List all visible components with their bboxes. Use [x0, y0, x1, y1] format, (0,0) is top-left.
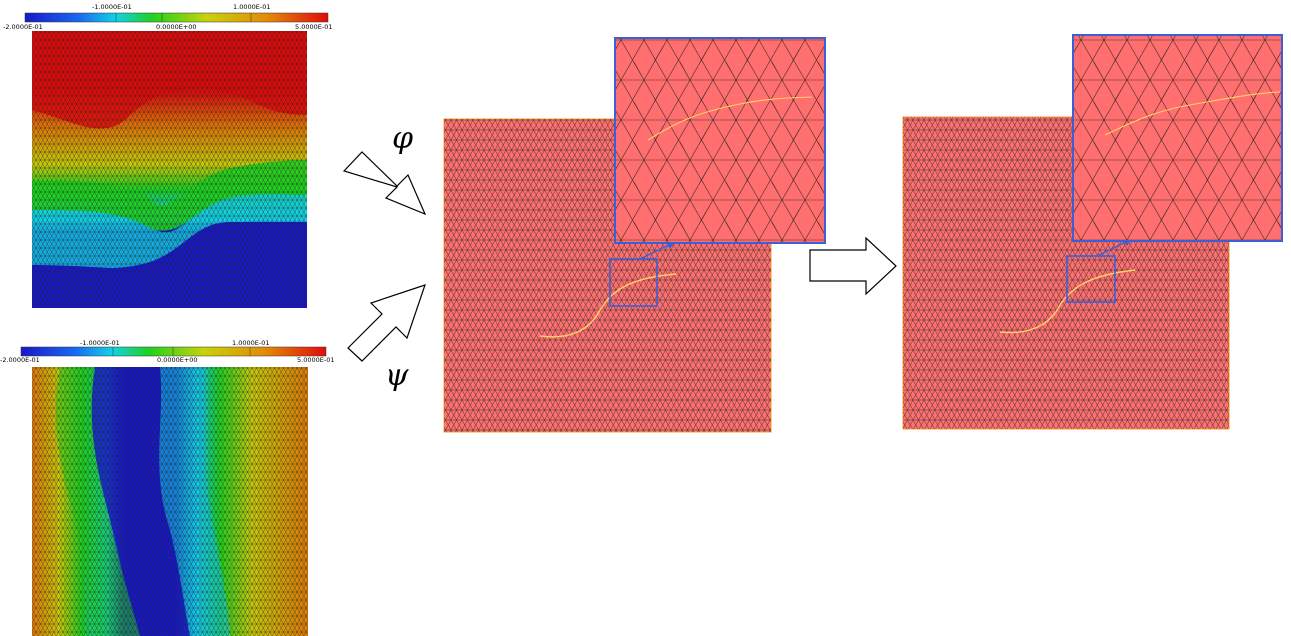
colorbar-bottom-tick-pos01: 1.0000E-01: [232, 339, 269, 347]
colorbar-top-gradient: [25, 13, 328, 22]
phi-mesh-overlay: [32, 31, 307, 308]
colorbar-bottom-tick-pos05: 5.0000E-01: [297, 356, 334, 364]
colorbar-top-tick-pos01: 1.0000E-01: [233, 3, 270, 11]
phi-field-plot: [32, 31, 307, 308]
colorbar-bottom-tick-neg02: -2.0000E-01: [0, 356, 40, 364]
psi-field-plot: [32, 367, 308, 636]
mesh-before-inset-grid: [615, 38, 825, 243]
colorbar-top: -1.0000E-01 1.0000E-01 -2.0000E-01 0.000…: [3, 3, 332, 31]
psi-mesh-overlay: [32, 367, 308, 636]
colorbar-top-tick-neg01: -1.0000E-01: [92, 3, 132, 11]
colorbar-top-tick-neg02: -2.0000E-01: [3, 23, 43, 31]
colorbar-bottom-tick-zero: 0.0000E+00: [157, 356, 198, 364]
psi-arrow-shape: [348, 285, 425, 361]
mesh-after: [903, 35, 1282, 429]
mesh-after-inset-grid: [1073, 35, 1282, 241]
mesh-before: [444, 38, 825, 432]
colorbar-bottom-tick-neg01: -1.0000E-01: [80, 339, 120, 347]
colorbar-top-tick-pos05: 5.0000E-01: [295, 23, 332, 31]
phi-label: φ: [392, 121, 413, 156]
psi-arrow: [348, 285, 425, 361]
psi-label: ψ: [385, 358, 409, 393]
phi-arrow: [344, 152, 425, 214]
result-arrow: [810, 238, 896, 294]
colorbar-bottom-gradient: [21, 347, 326, 356]
phi-arrow-shape: [344, 152, 425, 214]
colorbar-bottom: -1.0000E-01 1.0000E-01 -2.0000E-01 0.000…: [0, 339, 334, 364]
colorbar-top-tick-zero: 0.0000E+00: [156, 23, 197, 31]
